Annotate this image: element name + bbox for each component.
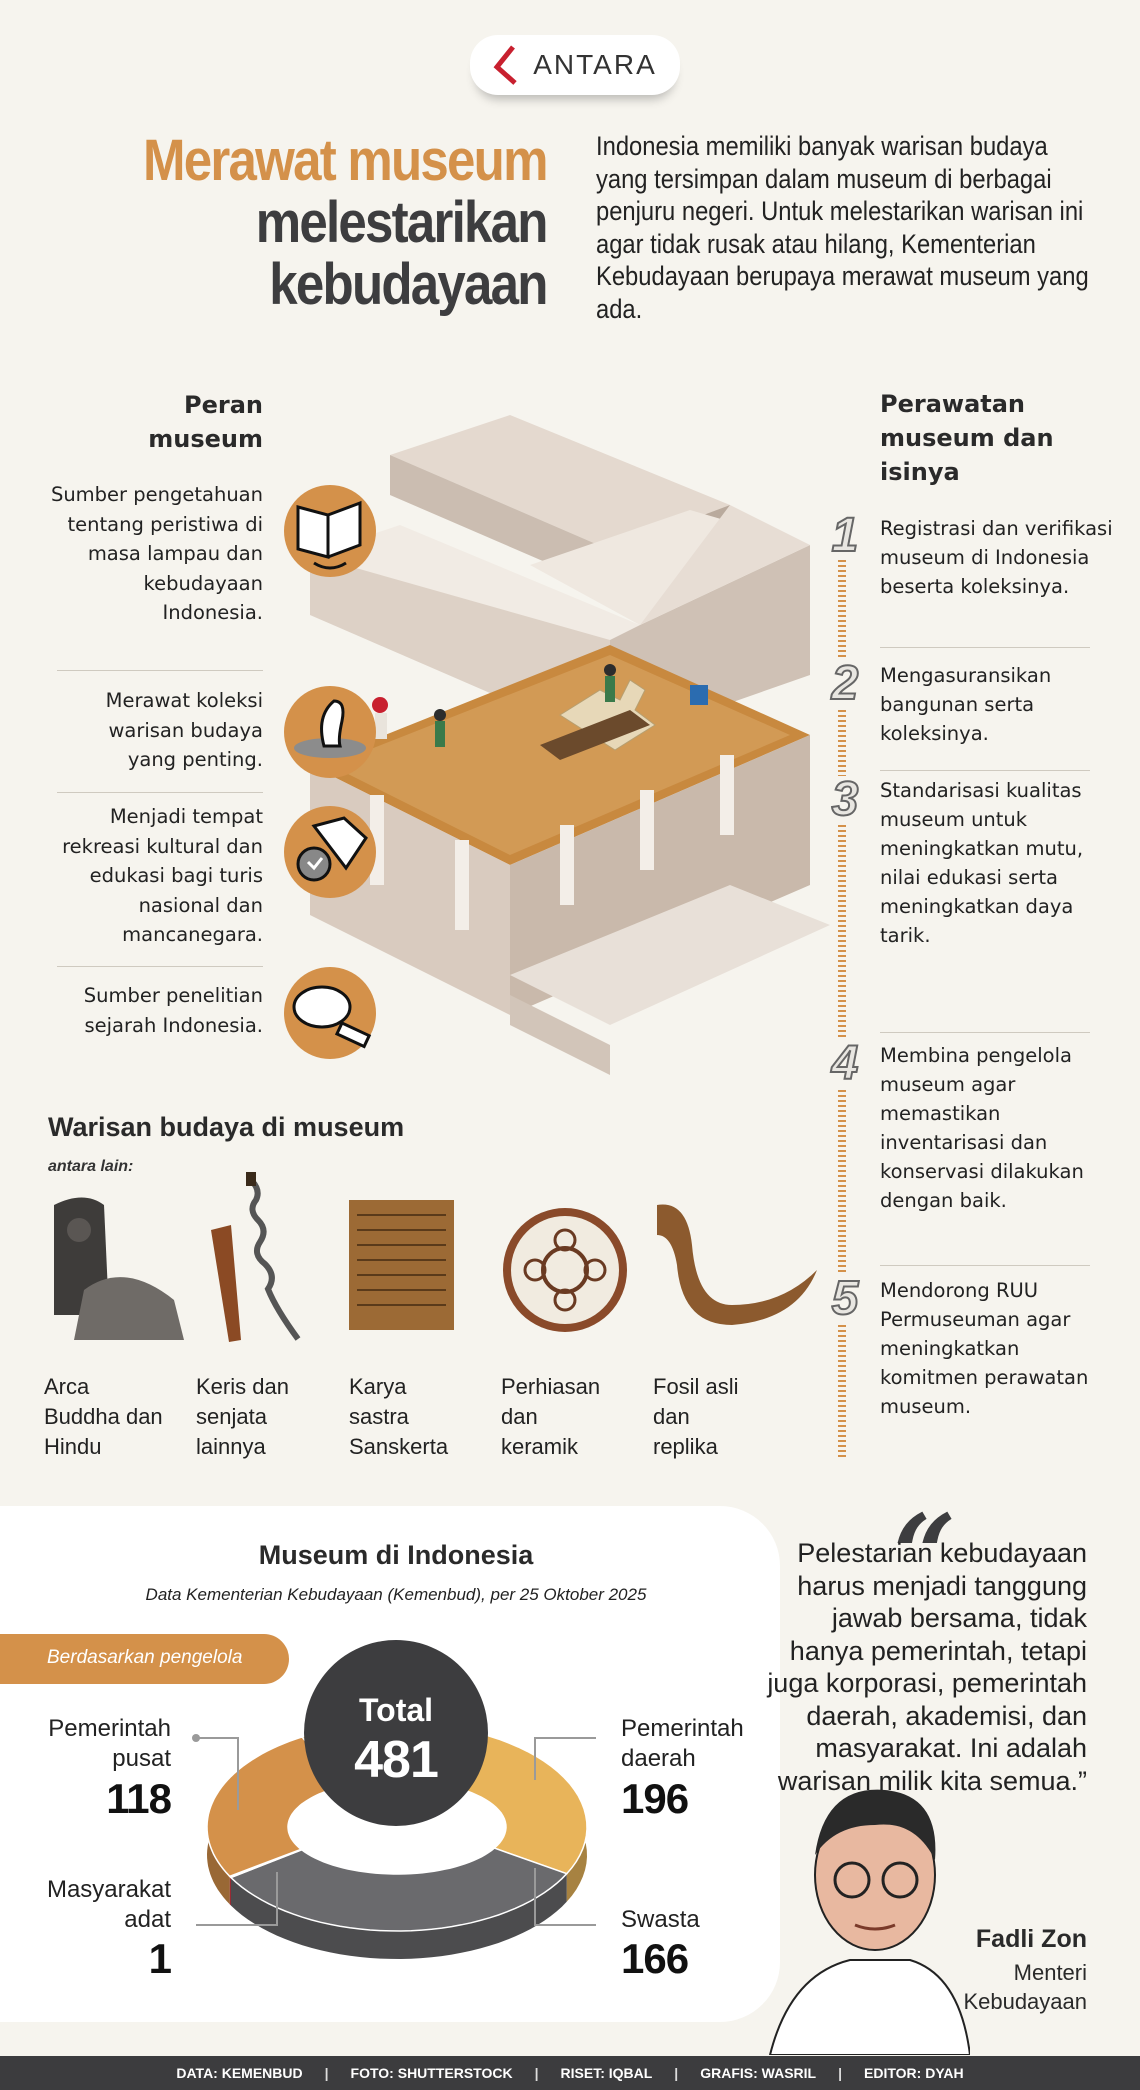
warisan-label-4: Perhiasan dan keramik (501, 1374, 601, 1459)
donut-chart (192, 1640, 596, 1959)
peran-heading-line2: museum (148, 425, 263, 453)
page-title: Merawat museum melestarikan kebudayaan (143, 128, 549, 317)
group-label: Berdasarkan pengelola (47, 1647, 243, 1668)
separator: | (838, 2065, 843, 2081)
warisan-subheading: antara lain: (48, 1158, 134, 1175)
ceramic-plate-image (503, 1208, 627, 1332)
warisan-label-3: Karya sastra Sanskerta (349, 1374, 449, 1459)
credit-grafis: GRAFIS: WASRIL (700, 2065, 817, 2081)
label-text: daerah (621, 1745, 696, 1772)
keris-image (211, 1172, 301, 1342)
peran-item-2: Merawat koleksi warisan budaya yang pent… (105, 689, 263, 771)
title-line-3: kebudayaan (269, 252, 549, 317)
chart-title: Museum di Indonesia (258, 1540, 534, 1570)
artifact-icon (284, 686, 376, 778)
portrait-illustration (768, 1789, 970, 2055)
perawatan-item-1: Registrasi dan verifikasi museum di Indo… (880, 517, 1113, 598)
credit-foto: FOTO: SHUTTERSTOCK (350, 2065, 513, 2081)
role-line: Kebudayaan (963, 1989, 1087, 2014)
credit-riset: RISET: IQBAL (560, 2065, 653, 2081)
total-value: 481 (354, 1731, 439, 1789)
warisan-label-2: Keris dan senjata lainnya (196, 1374, 289, 1459)
antara-logo: ANTARA (470, 35, 680, 95)
perawatan-item-2: Mengasuransikan bangunan serta koleksiny… (880, 664, 1052, 745)
slice-masyarakat-adat-side (229, 1876, 231, 1906)
credits-footer: DATA: KEMENBUD | FOTO: SHUTTERSTOCK | RI… (0, 2056, 1140, 2090)
slice-swasta-side (230, 1873, 567, 1959)
label-text: pusat (112, 1745, 171, 1772)
step-number-1: 1 (822, 511, 868, 561)
chart-subtitle: Data Kementerian Kebudayaan (Kemenbud), … (145, 1585, 647, 1604)
perawatan-item-5: Mendorong RUU Permuseuman agar meningkat… (880, 1279, 1089, 1418)
label-pemerintah-pusat: Pemerintah pusat (48, 1714, 171, 1774)
quote-author-role: Menteri Kebudayaan (963, 1958, 1087, 2016)
divider (57, 966, 263, 967)
label-masyarakat-adat: Masyarakat adat (47, 1875, 171, 1935)
divider (880, 770, 1090, 771)
divider (880, 1032, 1090, 1033)
separator: | (534, 2065, 539, 2081)
manuscript-image (349, 1200, 454, 1330)
step-number-5: 5 (822, 1274, 868, 1324)
magnifier-icon (284, 967, 376, 1059)
intro-text: Indonesia memiliki banyak warisan budaya… (596, 131, 1089, 324)
warisan-label-1: Arca Buddha dan Hindu (44, 1374, 163, 1459)
book-icon (284, 485, 376, 577)
perawatan-item-3: Standarisasi kualitas museum untuk menin… (880, 779, 1084, 947)
step-number-3: 3 (822, 775, 868, 825)
separator: | (674, 2065, 679, 2081)
label-connectors (192, 1734, 596, 1926)
peran-item-3: Menjadi tempat rekreasi kultural dan edu… (62, 805, 263, 946)
warisan-label-5: Fosil asli dan replika (653, 1374, 739, 1459)
map-location-icon (284, 806, 376, 898)
credit-data: DATA: KEMENBUD (176, 2065, 303, 2081)
divider (880, 1265, 1090, 1266)
label-pemerintah-daerah: Pemerintah daerah (621, 1714, 744, 1774)
label-text: Pemerintah (621, 1715, 744, 1742)
title-line-2: melestarikan (256, 190, 549, 255)
divider (57, 670, 263, 671)
separator: | (324, 2065, 329, 2081)
group-label-pill: Berdasarkan pengelola (0, 1634, 289, 1684)
label-text: Masyarakat (46, 1876, 171, 1903)
label-text: adat (124, 1906, 171, 1933)
warisan-heading: Warisan budaya di museum (48, 1112, 405, 1142)
total-label: Total (358, 1692, 434, 1728)
role-line: Menteri (1013, 1960, 1087, 1985)
value-swasta: 166 (621, 1935, 689, 1982)
value-pemerintah-pusat: 118 (106, 1775, 172, 1822)
value-pemerintah-daerah: 196 (621, 1775, 689, 1822)
antara-logo-icon (493, 45, 517, 85)
peran-item-1: Sumber pengetahuan tentang peristiwa di … (50, 483, 263, 624)
statue-image (54, 1197, 184, 1340)
perawatan-item-4: Membina pengelola museum agar memastikan… (880, 1044, 1084, 1212)
peran-heading-line1: Peran (184, 391, 263, 419)
credit-editor: EDITOR: DYAH (864, 2065, 964, 2081)
quote-author-name: Fadli Zon (975, 1925, 1087, 1953)
quote-text: Pelestarian kebudayaan harus menjadi tan… (767, 1538, 1087, 1796)
step-number-4: 4 (822, 1039, 868, 1089)
title-line-1: Merawat museum (143, 128, 548, 193)
peran-item-4: Sumber penelitian sejarah Indonesia. (83, 984, 263, 1037)
label-text: Pemerintah (48, 1715, 171, 1742)
logo-text: ANTARA (533, 49, 657, 80)
value-masyarakat-adat: 1 (148, 1935, 172, 1982)
divider (880, 647, 1090, 648)
fossil-tusk-image (657, 1204, 817, 1325)
dotted-timeline (838, 560, 846, 1460)
total-circle (304, 1640, 488, 1826)
step-number-2: 2 (822, 659, 868, 709)
perawatan-heading: Perawatan museum dan isinya (880, 390, 1054, 486)
museum-building-illustration (310, 415, 830, 1075)
divider (57, 792, 263, 793)
peran-heading: Peran museum (148, 388, 263, 456)
label-swasta: Swasta (621, 1906, 700, 1933)
